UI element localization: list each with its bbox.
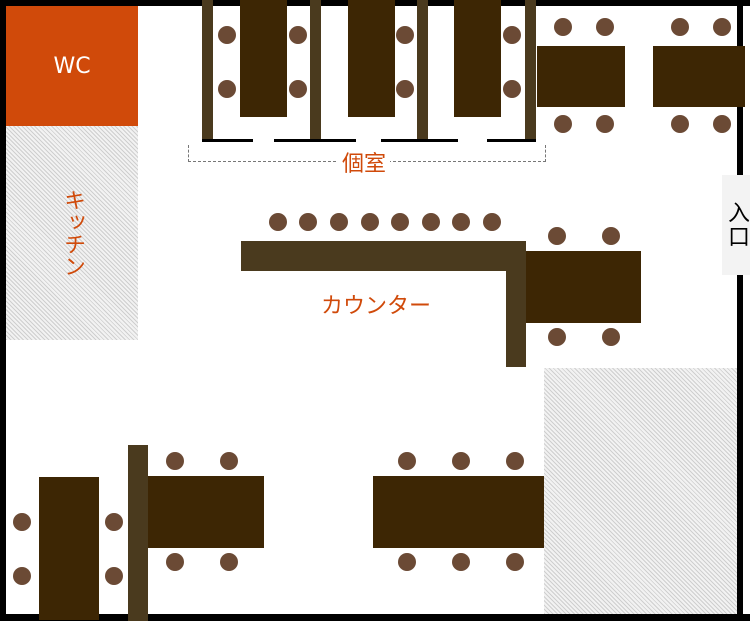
- chair: [506, 553, 524, 571]
- partition: [525, 0, 536, 140]
- chair: [554, 18, 572, 36]
- chair: [452, 452, 470, 470]
- chair: [299, 213, 317, 231]
- kitchen-label: キッチン: [60, 189, 85, 277]
- table: [148, 476, 264, 548]
- chair: [105, 567, 123, 585]
- private-rooms-label: 個室: [338, 146, 391, 178]
- chair: [554, 115, 572, 133]
- table: [454, 0, 501, 117]
- chair: [596, 115, 614, 133]
- wc-room: WC: [6, 6, 138, 126]
- table: [653, 46, 745, 107]
- counter: [506, 241, 526, 367]
- chair: [503, 80, 521, 98]
- chair: [506, 452, 524, 470]
- chair: [713, 18, 731, 36]
- chair: [289, 80, 307, 98]
- chair: [396, 26, 414, 44]
- chair: [289, 26, 307, 44]
- chair: [396, 80, 414, 98]
- partition: [310, 0, 321, 140]
- chair: [548, 328, 566, 346]
- chair: [105, 513, 123, 531]
- chair: [713, 115, 731, 133]
- chair: [218, 80, 236, 98]
- chair: [398, 553, 416, 571]
- chair: [596, 18, 614, 36]
- wall-left: [0, 0, 6, 621]
- chair: [483, 213, 501, 231]
- chair: [548, 227, 566, 245]
- chair: [166, 452, 184, 470]
- chair: [218, 26, 236, 44]
- chair: [391, 213, 409, 231]
- chair: [13, 513, 31, 531]
- table: [373, 476, 544, 548]
- chair: [452, 553, 470, 571]
- partition: [202, 0, 213, 140]
- table: [348, 0, 395, 117]
- wall-bottom: [0, 614, 750, 621]
- table: [39, 477, 99, 620]
- counter: [241, 241, 526, 271]
- door: [202, 139, 253, 142]
- door: [274, 139, 356, 142]
- chair: [503, 26, 521, 44]
- entrance-label: 入口: [724, 201, 749, 249]
- storage-area: [544, 368, 737, 614]
- wall-right-lower: [737, 275, 743, 621]
- chair: [422, 213, 440, 231]
- door: [381, 139, 458, 142]
- chair: [166, 553, 184, 571]
- chair: [269, 213, 287, 231]
- table: [537, 46, 625, 107]
- chair: [220, 452, 238, 470]
- chair: [671, 18, 689, 36]
- chair: [398, 452, 416, 470]
- chair: [220, 553, 238, 571]
- counter-label: カウンター: [321, 294, 432, 319]
- chair: [361, 213, 379, 231]
- chair: [671, 115, 689, 133]
- chair: [13, 567, 31, 585]
- entrance: 入口: [722, 175, 750, 275]
- chair: [452, 213, 470, 231]
- table: [240, 0, 287, 117]
- wc-label: WC: [53, 53, 91, 79]
- partition: [417, 0, 428, 140]
- table: [526, 251, 641, 323]
- partition: [128, 445, 148, 621]
- chair: [602, 227, 620, 245]
- chair: [602, 328, 620, 346]
- chair: [330, 213, 348, 231]
- door: [487, 139, 536, 142]
- kitchen: キッチン: [6, 126, 138, 340]
